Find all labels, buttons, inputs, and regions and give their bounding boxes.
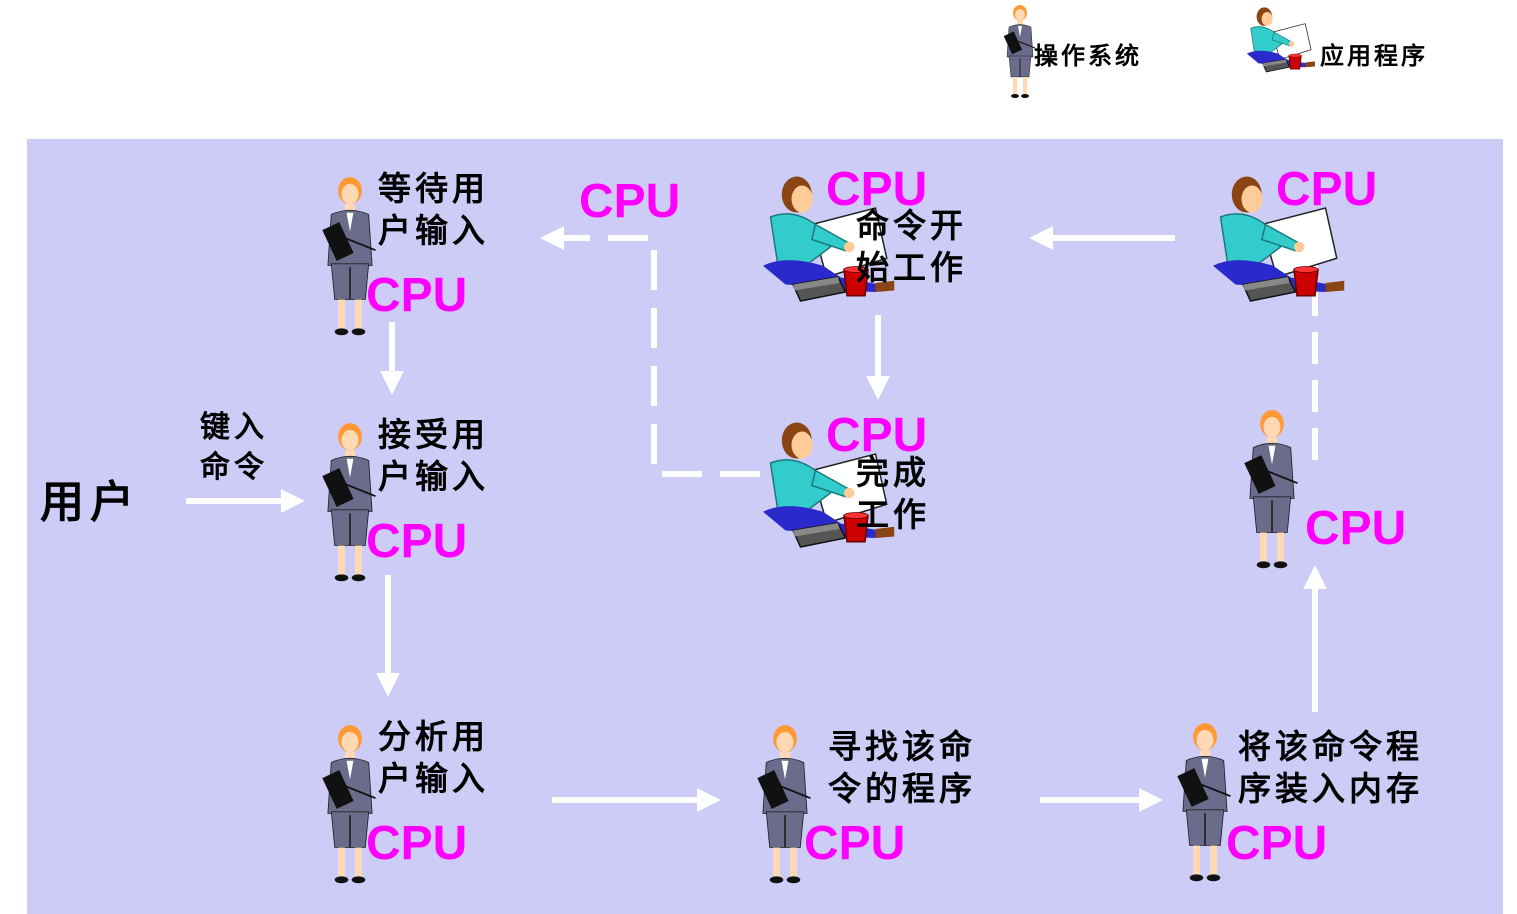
keyin-label: 键入 命令 xyxy=(200,408,268,488)
cpu-label: CPU xyxy=(1276,166,1377,214)
cpu-label: CPU xyxy=(826,166,927,214)
cpu-label: CPU xyxy=(366,820,467,868)
step-start-label: 命令开 始工作 xyxy=(856,205,967,289)
cpu-label: CPU xyxy=(1305,505,1406,553)
step-analyze-label: 分析用 户输入 xyxy=(378,716,489,800)
step-find-label: 寻找该命 令的程序 xyxy=(828,726,976,810)
user-label: 用户 xyxy=(40,478,140,528)
cpu-label: CPU xyxy=(826,412,927,460)
cpu-label: CPU xyxy=(366,272,467,320)
step-load-label: 将该命令程 序装入内存 xyxy=(1238,726,1423,810)
cpu-label: CPU xyxy=(366,518,467,566)
os-person-icon xyxy=(1232,405,1312,575)
step-wait-label: 等待用 户输入 xyxy=(378,168,489,252)
cpu-label: CPU xyxy=(579,178,680,226)
cpu-label: CPU xyxy=(804,820,905,868)
cpu-label: CPU xyxy=(1226,820,1327,868)
step-finish-label: 完成 工作 xyxy=(856,452,930,536)
step-receive-label: 接受用 户输入 xyxy=(378,414,489,498)
